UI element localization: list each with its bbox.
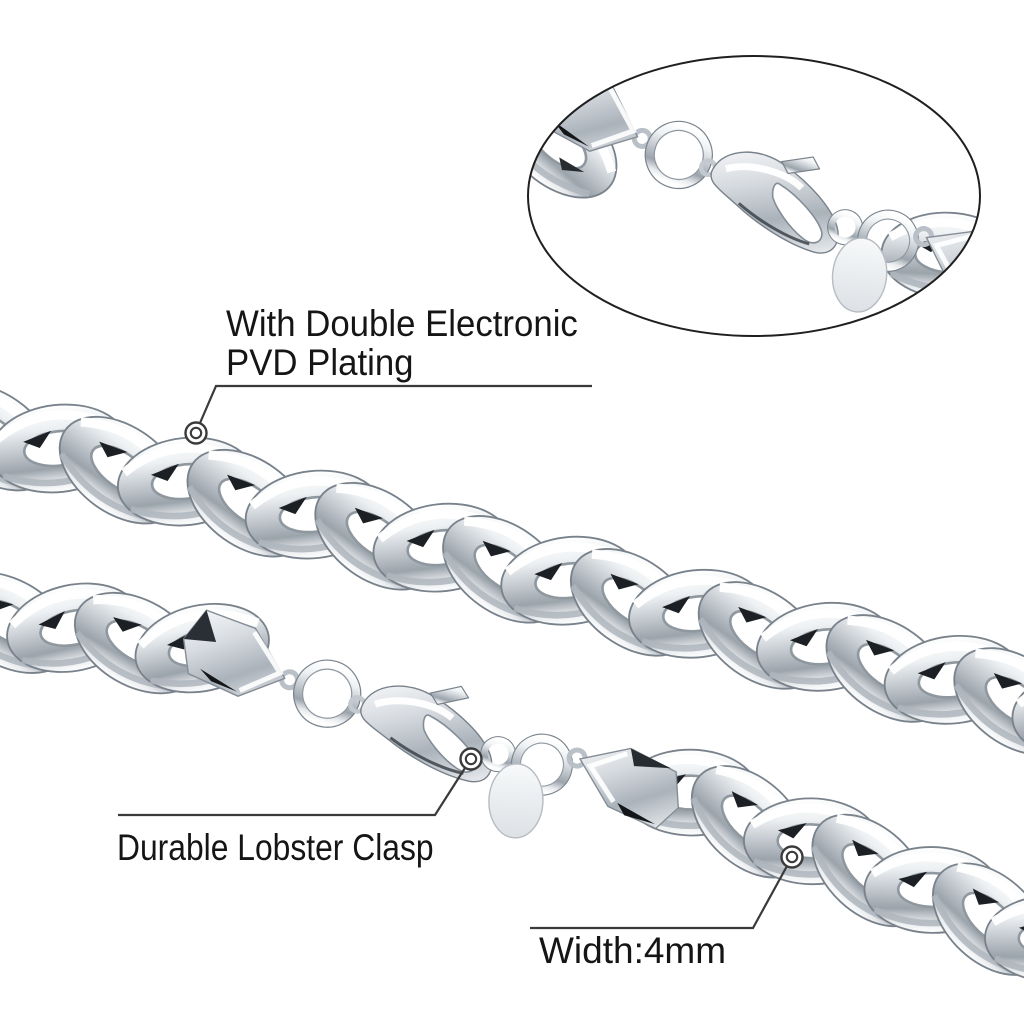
plating-label-line1: With Double Electronic xyxy=(226,303,578,344)
marker-plating-icon xyxy=(184,421,208,445)
plating-callout-line xyxy=(198,384,592,424)
upper-chain xyxy=(0,332,1024,801)
clasp-callout-line xyxy=(118,767,466,817)
clasp-label: Durable Lobster Clasp xyxy=(117,827,434,868)
clasp-detail-oval xyxy=(527,55,981,337)
width-label: Width:4mm xyxy=(539,930,727,971)
callouts xyxy=(118,384,804,930)
marker-clasp-icon xyxy=(459,747,483,771)
plating-label: With Double Electronic PVD Plating xyxy=(226,304,578,382)
width-callout-line xyxy=(530,865,788,930)
detail-oval-outline xyxy=(527,55,981,337)
lower-right-chain xyxy=(592,704,1024,1024)
plating-label-line2: PVD Plating xyxy=(226,342,414,383)
marker-width-icon xyxy=(780,845,804,869)
